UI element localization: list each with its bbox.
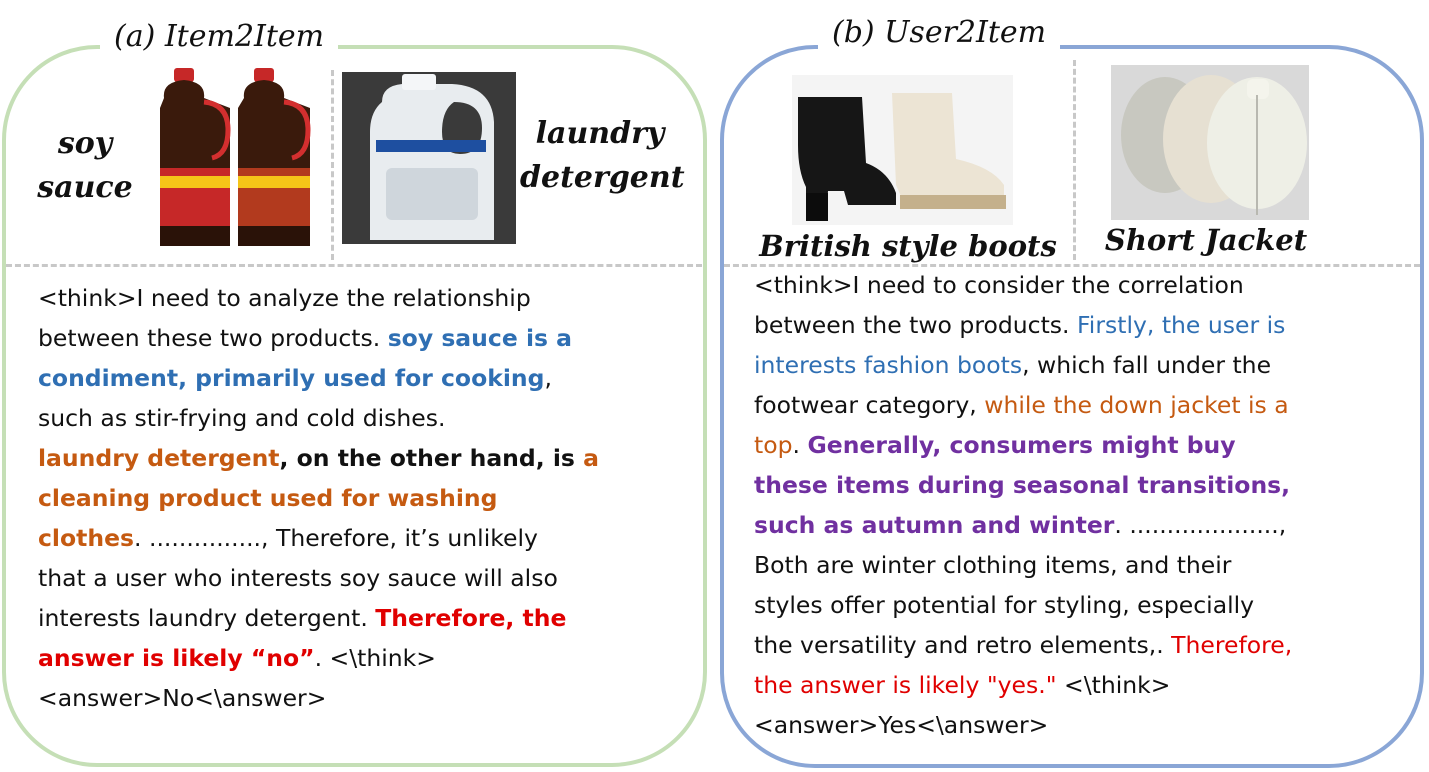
reasoning-line: such as autumn and winter. .............…: [754, 505, 1292, 545]
panel-b-divider: [724, 264, 1420, 267]
reasoning-segment: Firstly, the user is: [1076, 311, 1286, 339]
reasoning-segment: .: [792, 431, 808, 459]
reasoning-segment: top: [754, 431, 793, 459]
soy-sauce-label: soy sauce: [30, 122, 140, 210]
reasoning-segment: <\think>: [1056, 671, 1171, 699]
user2item-title: (b) User2Item: [818, 14, 1061, 52]
reasoning-line: styles offer potential for styling, espe…: [754, 585, 1292, 625]
reasoning-line: the versatility and retro elements,. The…: [754, 625, 1292, 665]
reasoning-segment: such as autumn and winter: [754, 511, 1115, 539]
reasoning-line: condiment, primarily used for cooking,: [38, 358, 599, 398]
reasoning-segment: Therefore, the: [375, 604, 567, 632]
reasoning-segment: such as stir-frying and cold dishes.: [38, 404, 446, 432]
soy-sauce-label-line1: soy: [57, 126, 113, 161]
reasoning-segment: laundry detergent: [38, 444, 280, 472]
user2item-reasoning-text: <think>I need to consider the correlatio…: [754, 265, 1292, 745]
reasoning-segment: interests fashion boots: [754, 351, 1023, 379]
reasoning-line: footwear category, while the down jacket…: [754, 385, 1292, 425]
reasoning-segment: while the down jacket is a: [984, 391, 1289, 419]
reasoning-segment: answer is likely “no”: [38, 644, 315, 672]
reasoning-line: interests laundry detergent. Therefore, …: [38, 598, 599, 638]
reasoning-segment: that a user who interests soy sauce will…: [38, 564, 558, 592]
laundry-detergent-label: laundry detergent: [520, 112, 685, 200]
reasoning-line: Both are winter clothing items, and thei…: [754, 545, 1292, 585]
reasoning-segment: soy sauce is a: [387, 324, 573, 352]
reasoning-segment: Both are winter clothing items, and thei…: [754, 551, 1232, 579]
reasoning-segment: footwear category,: [754, 391, 985, 419]
reasoning-line: <answer>No<\answer>: [38, 678, 599, 718]
reasoning-line: clothes. ..............., Therefore, it’…: [38, 518, 599, 558]
reasoning-segment: <answer>Yes<\answer>: [754, 711, 1049, 739]
reasoning-segment: <answer>No<\answer>: [38, 684, 327, 712]
reasoning-line: between these two products. soy sauce is…: [38, 318, 599, 358]
reasoning-segment: these items during seasonal transitions,: [754, 471, 1291, 499]
reasoning-line: interests fashion boots, which fall unde…: [754, 345, 1292, 385]
reasoning-line: between the two products. Firstly, the u…: [754, 305, 1292, 345]
reasoning-line: these items during seasonal transitions,: [754, 465, 1292, 505]
laundry-detergent-image: [342, 72, 516, 244]
reasoning-line: <think>I need to consider the correlatio…: [754, 265, 1292, 305]
reasoning-segment: ,: [544, 364, 552, 392]
reasoning-segment: the versatility and retro elements,.: [754, 631, 1172, 659]
british-style-boots-label: British style boots: [759, 229, 1057, 263]
reasoning-line: top. Generally, consumers might buy: [754, 425, 1292, 465]
item2item-reasoning-text: <think>I need to analyze the relationshi…: [38, 278, 599, 718]
panel-b-image-divider: [1073, 60, 1076, 260]
reasoning-segment: interests laundry detergent.: [38, 604, 376, 632]
short-jacket-label: Short Jacket: [1104, 223, 1308, 257]
reasoning-segment: , which fall under the: [1022, 351, 1272, 379]
reasoning-line: laundry detergent, on the other hand, is…: [38, 438, 599, 478]
laundry-detergent-label-line1: laundry: [535, 116, 665, 151]
reasoning-line: <answer>Yes<\answer>: [754, 705, 1292, 745]
reasoning-line: the answer is likely "yes." <\think>: [754, 665, 1292, 705]
user2item-panel: [720, 45, 1424, 768]
reasoning-segment: the answer is likely "yes.": [754, 671, 1057, 699]
reasoning-line: <think>I need to analyze the relationshi…: [38, 278, 599, 318]
item2item-panel: [2, 45, 707, 767]
reasoning-segment: Therefore,: [1171, 631, 1293, 659]
soy-sauce-label-line2: sauce: [37, 170, 133, 205]
reasoning-segment: . ....................,: [1114, 511, 1287, 539]
reasoning-segment: <think>I need to consider the correlatio…: [754, 271, 1244, 299]
reasoning-line: such as stir-frying and cold dishes.: [38, 398, 599, 438]
reasoning-line: that a user who interests soy sauce will…: [38, 558, 599, 598]
reasoning-segment: condiment, primarily used for cooking: [38, 364, 545, 392]
reasoning-line: cleaning product used for washing: [38, 478, 599, 518]
reasoning-segment: a: [583, 444, 599, 472]
item2item-title: (a) Item2Item: [100, 18, 339, 56]
reasoning-segment: between these two products.: [38, 324, 388, 352]
reasoning-segment: . ..............., Therefore, it’s unlik…: [134, 524, 538, 552]
reasoning-segment: between the two products.: [754, 311, 1077, 339]
boots-image: [792, 75, 1013, 225]
soy-sauce-image: [152, 68, 320, 250]
panel-a-image-divider: [331, 70, 334, 260]
reasoning-segment: styles offer potential for styling, espe…: [754, 591, 1255, 619]
short-jacket-image: [1111, 65, 1309, 220]
reasoning-segment: cleaning product used for washing: [38, 484, 498, 512]
reasoning-segment: . <\think>: [314, 644, 436, 672]
reasoning-segment: Generally, consumers might buy: [807, 431, 1236, 459]
laundry-detergent-label-line2: detergent: [520, 160, 685, 195]
reasoning-segment: clothes: [38, 524, 135, 552]
panel-a-divider: [6, 264, 702, 267]
reasoning-segment: , on the other hand, is: [279, 444, 584, 472]
reasoning-line: answer is likely “no”. <\think>: [38, 638, 599, 678]
reasoning-segment: <think>I need to analyze the relationshi…: [38, 284, 531, 312]
